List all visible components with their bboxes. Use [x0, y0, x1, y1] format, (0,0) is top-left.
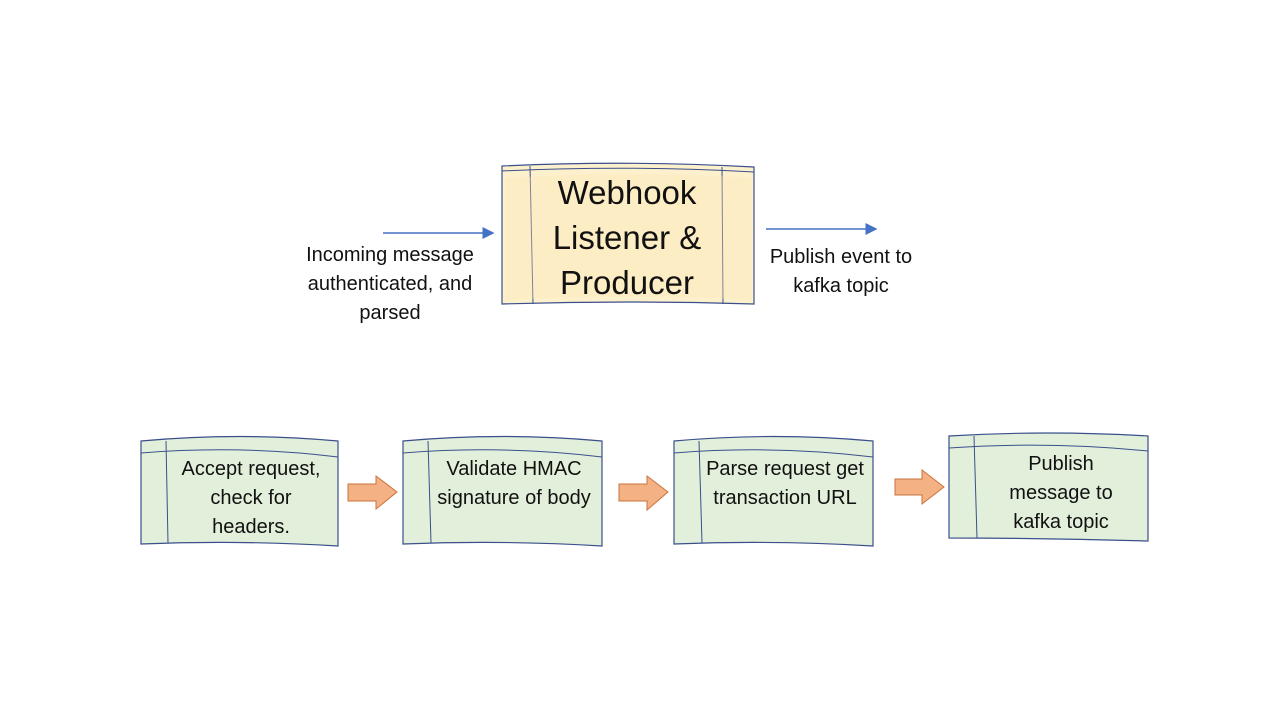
step-4-text: Publish message to kafka topic — [1009, 453, 1113, 533]
step-arrow-3 — [894, 468, 945, 506]
incoming-label: Incoming message authenticated, and pars… — [306, 244, 474, 324]
step-arrow-1 — [347, 474, 398, 511]
step-2-text: Validate HMAC signature of body — [437, 458, 591, 509]
step-box-2 — [402, 435, 603, 547]
outgoing-label: Publish event to kafka topic — [769, 246, 913, 297]
step-box-4 — [948, 432, 1149, 542]
step-box-1 — [140, 435, 339, 547]
main-block-title: Webhook Listener & Producer — [552, 174, 702, 301]
step-1-text: Accept request, check for headers. — [181, 458, 321, 538]
step-box-3 — [673, 435, 874, 547]
step-3-text: Parse request get transaction URL — [706, 458, 864, 509]
step-arrow-2 — [618, 474, 669, 512]
main-block — [501, 162, 755, 305]
